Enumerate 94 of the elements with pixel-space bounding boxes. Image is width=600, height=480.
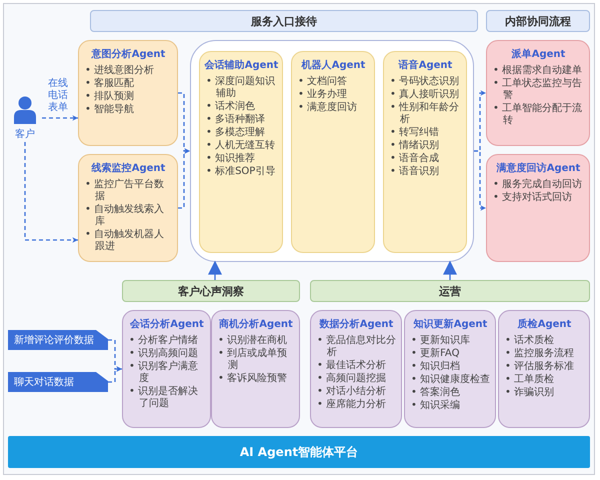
list-item: • 最佳话术分析 (317, 360, 388, 372)
agent-card (310, 310, 402, 428)
list-item: • 支持对话式回访 (493, 192, 574, 204)
agent-card (78, 40, 178, 146)
list-item: • 对话小结分析 (317, 386, 388, 398)
list-item: • 工单质检 (505, 374, 556, 386)
list-item: • 排队预测 (85, 91, 136, 103)
dashed-arrow (108, 366, 122, 383)
list-item: • 文档问答 (298, 76, 348, 88)
header-bar: 内部协同流程 (486, 10, 590, 32)
agent-card (486, 40, 590, 146)
agent-card (78, 154, 178, 262)
agent-title: 语音Agent (397, 58, 454, 72)
list-item: • 知识健康度检查 (411, 374, 492, 386)
list-item: • 诈骗识别 (505, 387, 556, 399)
list-item: • 座席能力分析 (317, 399, 388, 411)
list-item: • 客服匹配 (85, 78, 136, 90)
list-item: • 性别和年龄分析 (390, 102, 460, 126)
list-item: • 根据需求自动建单 (493, 65, 584, 77)
agent-title: 质检Agent (516, 318, 572, 331)
arrow (443, 260, 457, 280)
dashed-arrow (24, 142, 78, 243)
dashed-arrow (108, 339, 122, 372)
agent-card (498, 310, 590, 428)
data-source-tag: 新增评论评价数据 (8, 330, 108, 350)
list-item: • 知识采编 (411, 400, 462, 412)
agent-title: 会话分析Agent (129, 318, 205, 331)
agent-title: 数据分析Agent (318, 318, 394, 331)
arrow (208, 260, 222, 280)
list-item: • 业务办理 (298, 89, 348, 101)
agent-card (486, 154, 590, 262)
agent-title: 派单Agent (510, 48, 566, 61)
list-item: • 标准SOP引导 (206, 166, 276, 178)
header-bar: 服务入口接待 (90, 10, 478, 32)
list-item: • 更新知识库 (411, 335, 472, 347)
list-item: • 到店或成单预测 (218, 348, 288, 372)
list-item: • 工单状态监控与告警 (493, 78, 584, 102)
dashed-arrow (178, 148, 190, 209)
list-item: • 答案润色 (411, 387, 462, 399)
platform-bar: AI Agent智能体平台 (8, 436, 590, 468)
section-bar: 运营 (310, 280, 590, 302)
list-item: • 语音识别 (390, 166, 440, 178)
agent-title: 知识更新Agent (412, 317, 488, 331)
list-item: • 语音合成 (390, 153, 440, 165)
list-item: • 知识归档 (411, 361, 462, 373)
list-item: • 人机无缝互转 (206, 140, 276, 152)
agent-title: 满意度回访Agent (496, 161, 582, 175)
list-item: • 满意度回访 (298, 102, 358, 114)
section-bar: 客户心声洞察 (122, 280, 300, 302)
list-item: • 高频问题挖掘 (317, 373, 388, 385)
list-item: • 竞品信息对比分析 (317, 335, 398, 359)
agent-card (383, 51, 467, 253)
list-item: • 识别潜在商机 (218, 335, 288, 347)
edge-label: 在线电话表单 (48, 78, 68, 114)
agent-title: 意图分析Agent (90, 48, 166, 61)
list-item: • 更新FAQ (411, 348, 460, 360)
list-item: • 自动触发机器人跟进 (85, 229, 166, 253)
list-item: • 多语种翻译 (206, 114, 266, 126)
list-item: • 话术润色 (206, 101, 256, 113)
list-item: • 情绪识别 (390, 140, 440, 152)
list-item: • 知识推荐 (206, 153, 256, 165)
list-item: • 话术质检 (505, 335, 556, 347)
list-item: • 识别客户满意度 (129, 361, 200, 385)
list-item: • 自动触发线索入库 (85, 204, 166, 228)
data-source-tag: 聊天对话数据 (8, 372, 108, 392)
list-item: • 识别高频问题 (129, 348, 200, 360)
list-item: • 智能导航 (85, 104, 136, 116)
agent-card (404, 310, 496, 428)
agent-card (211, 310, 300, 428)
list-item: • 评估服务标准 (505, 361, 576, 373)
group-container (190, 40, 474, 262)
agent-title: 机器人Agent (300, 58, 366, 72)
agent-card (291, 51, 375, 253)
list-item: • 客诉风险预警 (218, 373, 288, 385)
list-item: • 监控服务流程 (505, 348, 576, 360)
list-item: • 深度问题知识辅助 (206, 76, 276, 100)
dashed-arrow (42, 115, 78, 121)
list-item: • 分析客户情绪 (129, 335, 200, 347)
dashed-arrow (474, 150, 486, 211)
list-item: • 监控广告平台数据 (85, 179, 166, 203)
customer-label: 客户 (14, 128, 36, 141)
list-item: • 真人接听识别 (390, 89, 460, 101)
agent-title: 会话辅助Agent (204, 58, 279, 72)
list-item: • 多模态理解 (206, 127, 266, 139)
agent-card (199, 51, 283, 253)
list-item: • 工单智能分配于流转 (493, 103, 584, 127)
list-item: • 转写纠错 (390, 127, 440, 139)
list-item: • 服务完成自动回访 (493, 179, 584, 191)
list-item: • 号码状态识别 (390, 76, 460, 88)
list-item: • 识别是否解决了问题 (129, 386, 200, 410)
agent-card (122, 310, 211, 428)
agent-title: 线索监控Agent (90, 162, 166, 175)
list-item: • 进线意图分析 (85, 65, 156, 77)
agent-title: 商机分析Agent (218, 317, 294, 331)
